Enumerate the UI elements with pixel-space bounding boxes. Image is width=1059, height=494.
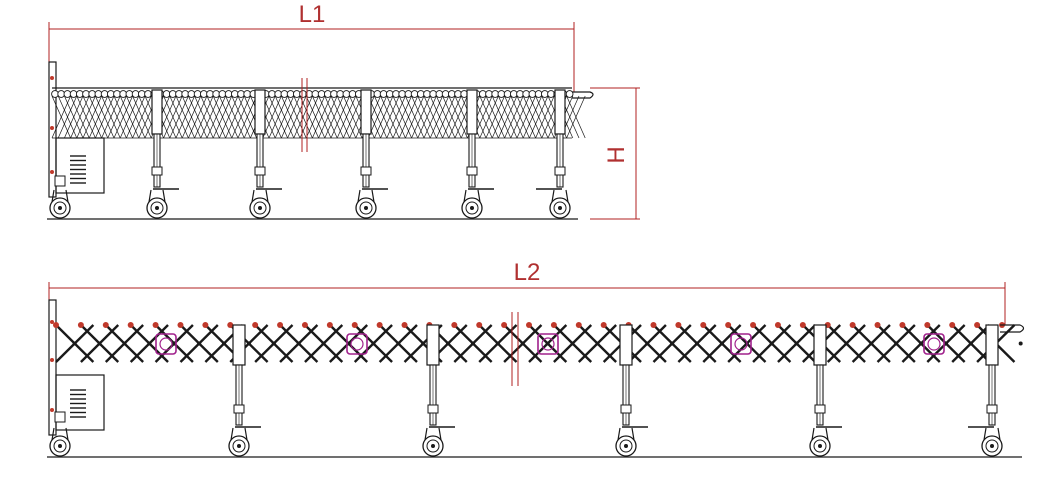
caster-wheel (249, 189, 271, 219)
roller-end (501, 322, 508, 328)
roller-end (252, 322, 259, 328)
roller-end (774, 322, 781, 328)
support-leg (536, 133, 571, 219)
roller-end (526, 322, 532, 328)
roller-end (401, 322, 408, 328)
caster-wheel (355, 189, 377, 219)
roller-end (227, 322, 234, 328)
support-leg (422, 364, 455, 457)
roller-end (874, 322, 881, 328)
roller-end (77, 322, 84, 328)
roller-end (675, 322, 682, 328)
roller-end (750, 322, 757, 328)
caster-wheel (228, 427, 250, 457)
roller-end (924, 322, 931, 328)
l2-dimension: L2 (48, 259, 1006, 325)
roller-end (650, 322, 657, 328)
caster-wheel (146, 189, 168, 219)
break-mark (511, 312, 519, 386)
roller-end (376, 322, 383, 328)
caster-wheel (422, 427, 444, 457)
support-leg (968, 364, 1003, 457)
roller-end (565, 90, 574, 98)
support-leg (249, 133, 282, 219)
highlighted-roller (730, 333, 752, 355)
roller-end (949, 322, 956, 328)
highlighted-roller (346, 333, 368, 355)
caster-wheel (615, 427, 637, 457)
control-box (55, 374, 105, 431)
coupling-hook (1000, 324, 1025, 333)
roller-end (476, 322, 483, 328)
roller-end (700, 322, 707, 328)
support-leg (461, 133, 494, 219)
roller-end (202, 322, 209, 328)
roller-end (575, 322, 582, 328)
h-dimension: H (590, 87, 640, 220)
roller-end (127, 322, 134, 328)
control-box (55, 137, 105, 194)
l2-label: L2 (514, 259, 541, 286)
caster-wheel (461, 189, 483, 219)
support-leg (146, 133, 179, 219)
roller-end (177, 322, 184, 328)
roller-end (326, 322, 333, 328)
highlighted-roller (923, 333, 945, 355)
roller-coil-bundle (51, 87, 586, 139)
roller-end (550, 322, 557, 328)
support-leg (355, 133, 388, 219)
caster-wheel (981, 427, 1003, 457)
l1-label: L1 (299, 1, 326, 28)
retracted-conveyor-view: L1 H (47, 1, 640, 220)
extended-conveyor-view: L2 (47, 259, 1025, 458)
l1-dimension: L1 (48, 1, 575, 92)
roller-end (899, 322, 906, 328)
caster-wheel (49, 189, 71, 219)
support-legs (49, 324, 1003, 457)
caster-wheel (809, 427, 831, 457)
highlighted-roller (537, 333, 559, 355)
support-legs (49, 89, 571, 219)
roller-end (725, 322, 732, 328)
roller-end (849, 322, 856, 328)
highlighted-roller (155, 333, 177, 355)
roller-end (451, 322, 458, 328)
roller-end (277, 322, 284, 328)
support-leg (615, 364, 648, 457)
roller-end (799, 322, 806, 328)
roller-end (600, 322, 607, 328)
scissor-frame (53, 322, 1023, 363)
roller-end (152, 322, 159, 328)
coupling-hook (572, 91, 594, 99)
support-leg (228, 364, 261, 457)
caster-wheel (549, 189, 571, 219)
caster-wheel (49, 427, 71, 457)
support-leg (809, 364, 842, 457)
roller-end (351, 322, 358, 328)
break-mark (301, 78, 308, 152)
roller-end (974, 322, 981, 328)
h-label: H (603, 146, 630, 163)
roller-end (53, 322, 59, 328)
roller-end (102, 322, 109, 328)
roller-end (301, 322, 308, 328)
